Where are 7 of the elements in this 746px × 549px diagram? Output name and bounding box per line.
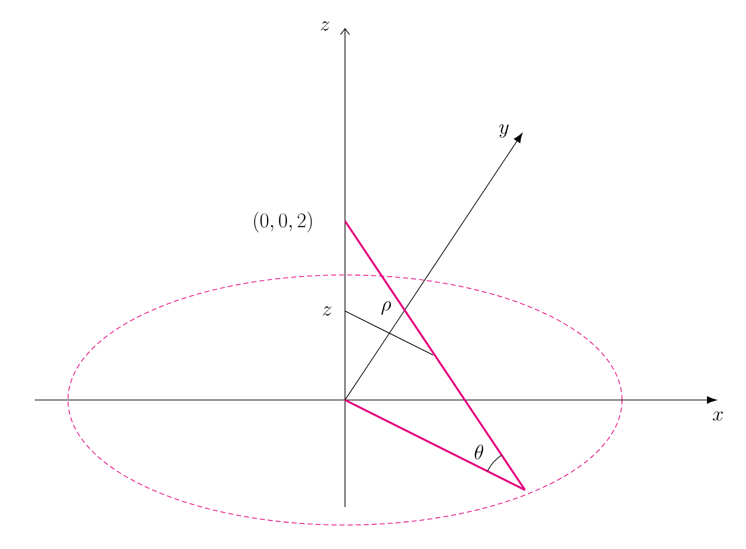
point-label: $(0,0,2)$ [254, 212, 312, 232]
axis-label: $y$ [499, 124, 509, 138]
angle-label: $\rho$ [381, 301, 391, 315]
axis-label: $z$ [322, 306, 332, 316]
axis-label: $x$ [712, 411, 723, 421]
angle-label: $\theta$ [474, 444, 484, 460]
axis-label: $z$ [320, 21, 330, 31]
